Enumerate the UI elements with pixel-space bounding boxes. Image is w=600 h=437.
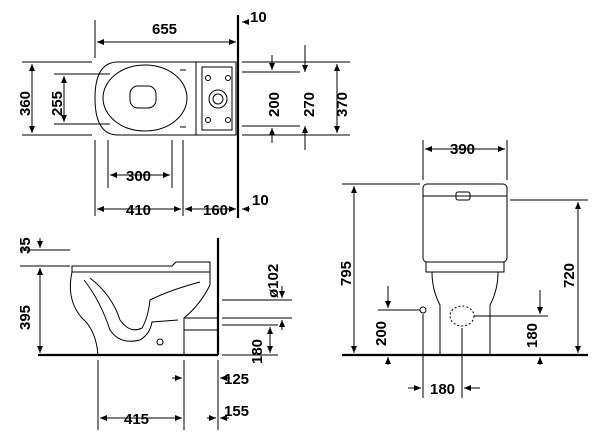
top-dim-655: 655 (152, 21, 177, 38)
front-dim-720: 720 (561, 263, 578, 288)
front-bowl-pedestal (431, 271, 499, 356)
side-dim-395: 395 (17, 305, 34, 330)
top-dim-255: 255 (49, 91, 66, 116)
front-view: 390 795 720 200 180 180 (338, 140, 588, 398)
top-dim-370: 370 (334, 92, 351, 117)
front-dim-390: 390 (450, 141, 475, 158)
top-dim-10b: 10 (252, 192, 269, 209)
side-dim-35: 35 (17, 237, 34, 254)
top-dim-410: 410 (126, 202, 151, 219)
top-flush-button-outer (208, 89, 228, 109)
side-view: 35 395 ø102 180 125 415 155 (17, 237, 292, 430)
front-trap-hidden (449, 305, 475, 327)
top-dim-270: 270 (301, 92, 318, 117)
front-flush-button (455, 191, 471, 201)
top-flush-button-inner (212, 93, 224, 105)
side-dim-125: 125 (224, 371, 249, 388)
front-dim-180-bottom: 180 (430, 381, 455, 398)
side-dim-415: 415 (124, 411, 149, 428)
top-tank (195, 61, 237, 136)
top-dim-10: 10 (250, 9, 267, 26)
top-fixing-hole-3 (205, 117, 211, 123)
side-trap-outer (89, 277, 201, 331)
front-dim-795: 795 (338, 261, 355, 286)
side-dim-180: 180 (249, 339, 266, 364)
top-fixing-hole-4 (225, 117, 231, 123)
side-trap-inner (83, 279, 179, 342)
side-seat (71, 261, 211, 273)
top-bowl-outline (94, 61, 197, 136)
front-water-inlet (419, 306, 427, 314)
side-fixing-point (156, 338, 164, 346)
top-fixing-hole-2 (225, 75, 231, 81)
front-dim-180-right: 180 (524, 323, 541, 348)
side-bowl-body (69, 271, 211, 356)
side-dim-pipe-dia: ø102 (265, 264, 282, 298)
top-view: 655 10 360 255 200 270 370 300 (17, 9, 351, 219)
side-dim-155: 155 (224, 403, 249, 420)
top-dim-360: 360 (17, 91, 34, 116)
top-dim-200: 200 (266, 92, 283, 117)
top-dim-300: 300 (126, 168, 151, 185)
top-seat-rim (102, 64, 188, 132)
top-dim-160: 160 (203, 202, 228, 219)
top-tank-lid (201, 66, 233, 131)
front-seat-band (425, 261, 505, 273)
top-fixing-hole-1 (205, 75, 211, 81)
front-dim-200: 200 (373, 321, 390, 346)
top-bowl-opening (129, 85, 157, 109)
